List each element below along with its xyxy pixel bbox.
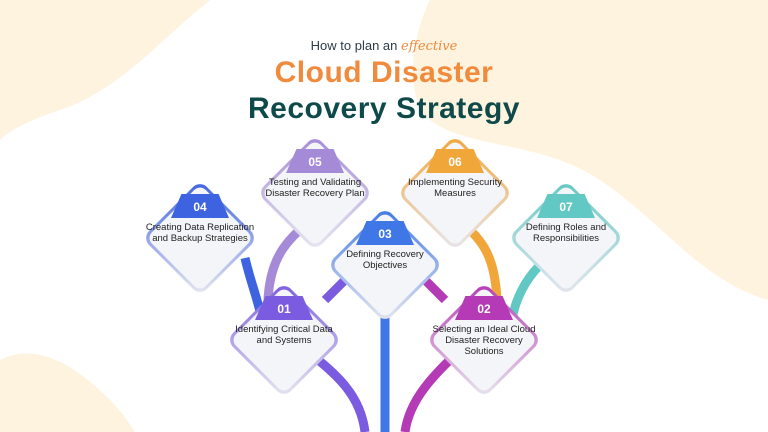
- step-number-badge: 02: [455, 296, 513, 320]
- title-line-1: Cloud Disaster: [274, 56, 494, 89]
- step-number-badge: 03: [356, 221, 414, 245]
- step-label: Identifying Critical Data and Systems: [235, 324, 333, 346]
- step-number-badge: 04: [171, 194, 229, 218]
- step-label: Testing and Validating Disaster Recovery…: [265, 177, 365, 199]
- subtitle-pre: How to plan an: [310, 38, 398, 53]
- step-label: Defining Recovery Objectives: [346, 249, 424, 271]
- step-label: Defining Roles and Responsibilities: [525, 222, 607, 244]
- step-number-badge: 05: [286, 149, 344, 173]
- subtitle-accent: effective: [401, 39, 458, 54]
- step-label: Implementing Security Measures: [408, 177, 502, 199]
- step-number-badge: 07: [537, 194, 595, 218]
- step-number-badge: 01: [255, 296, 313, 320]
- subtitle: How to plan an effective: [0, 38, 768, 54]
- title-line-2: Recovery Strategy: [248, 92, 520, 125]
- step-label: Selecting an Ideal Cloud Disaster Recove…: [432, 324, 536, 357]
- step-label: Creating Data Replication and Backup Str…: [145, 222, 255, 244]
- step-number-badge: 06: [426, 149, 484, 173]
